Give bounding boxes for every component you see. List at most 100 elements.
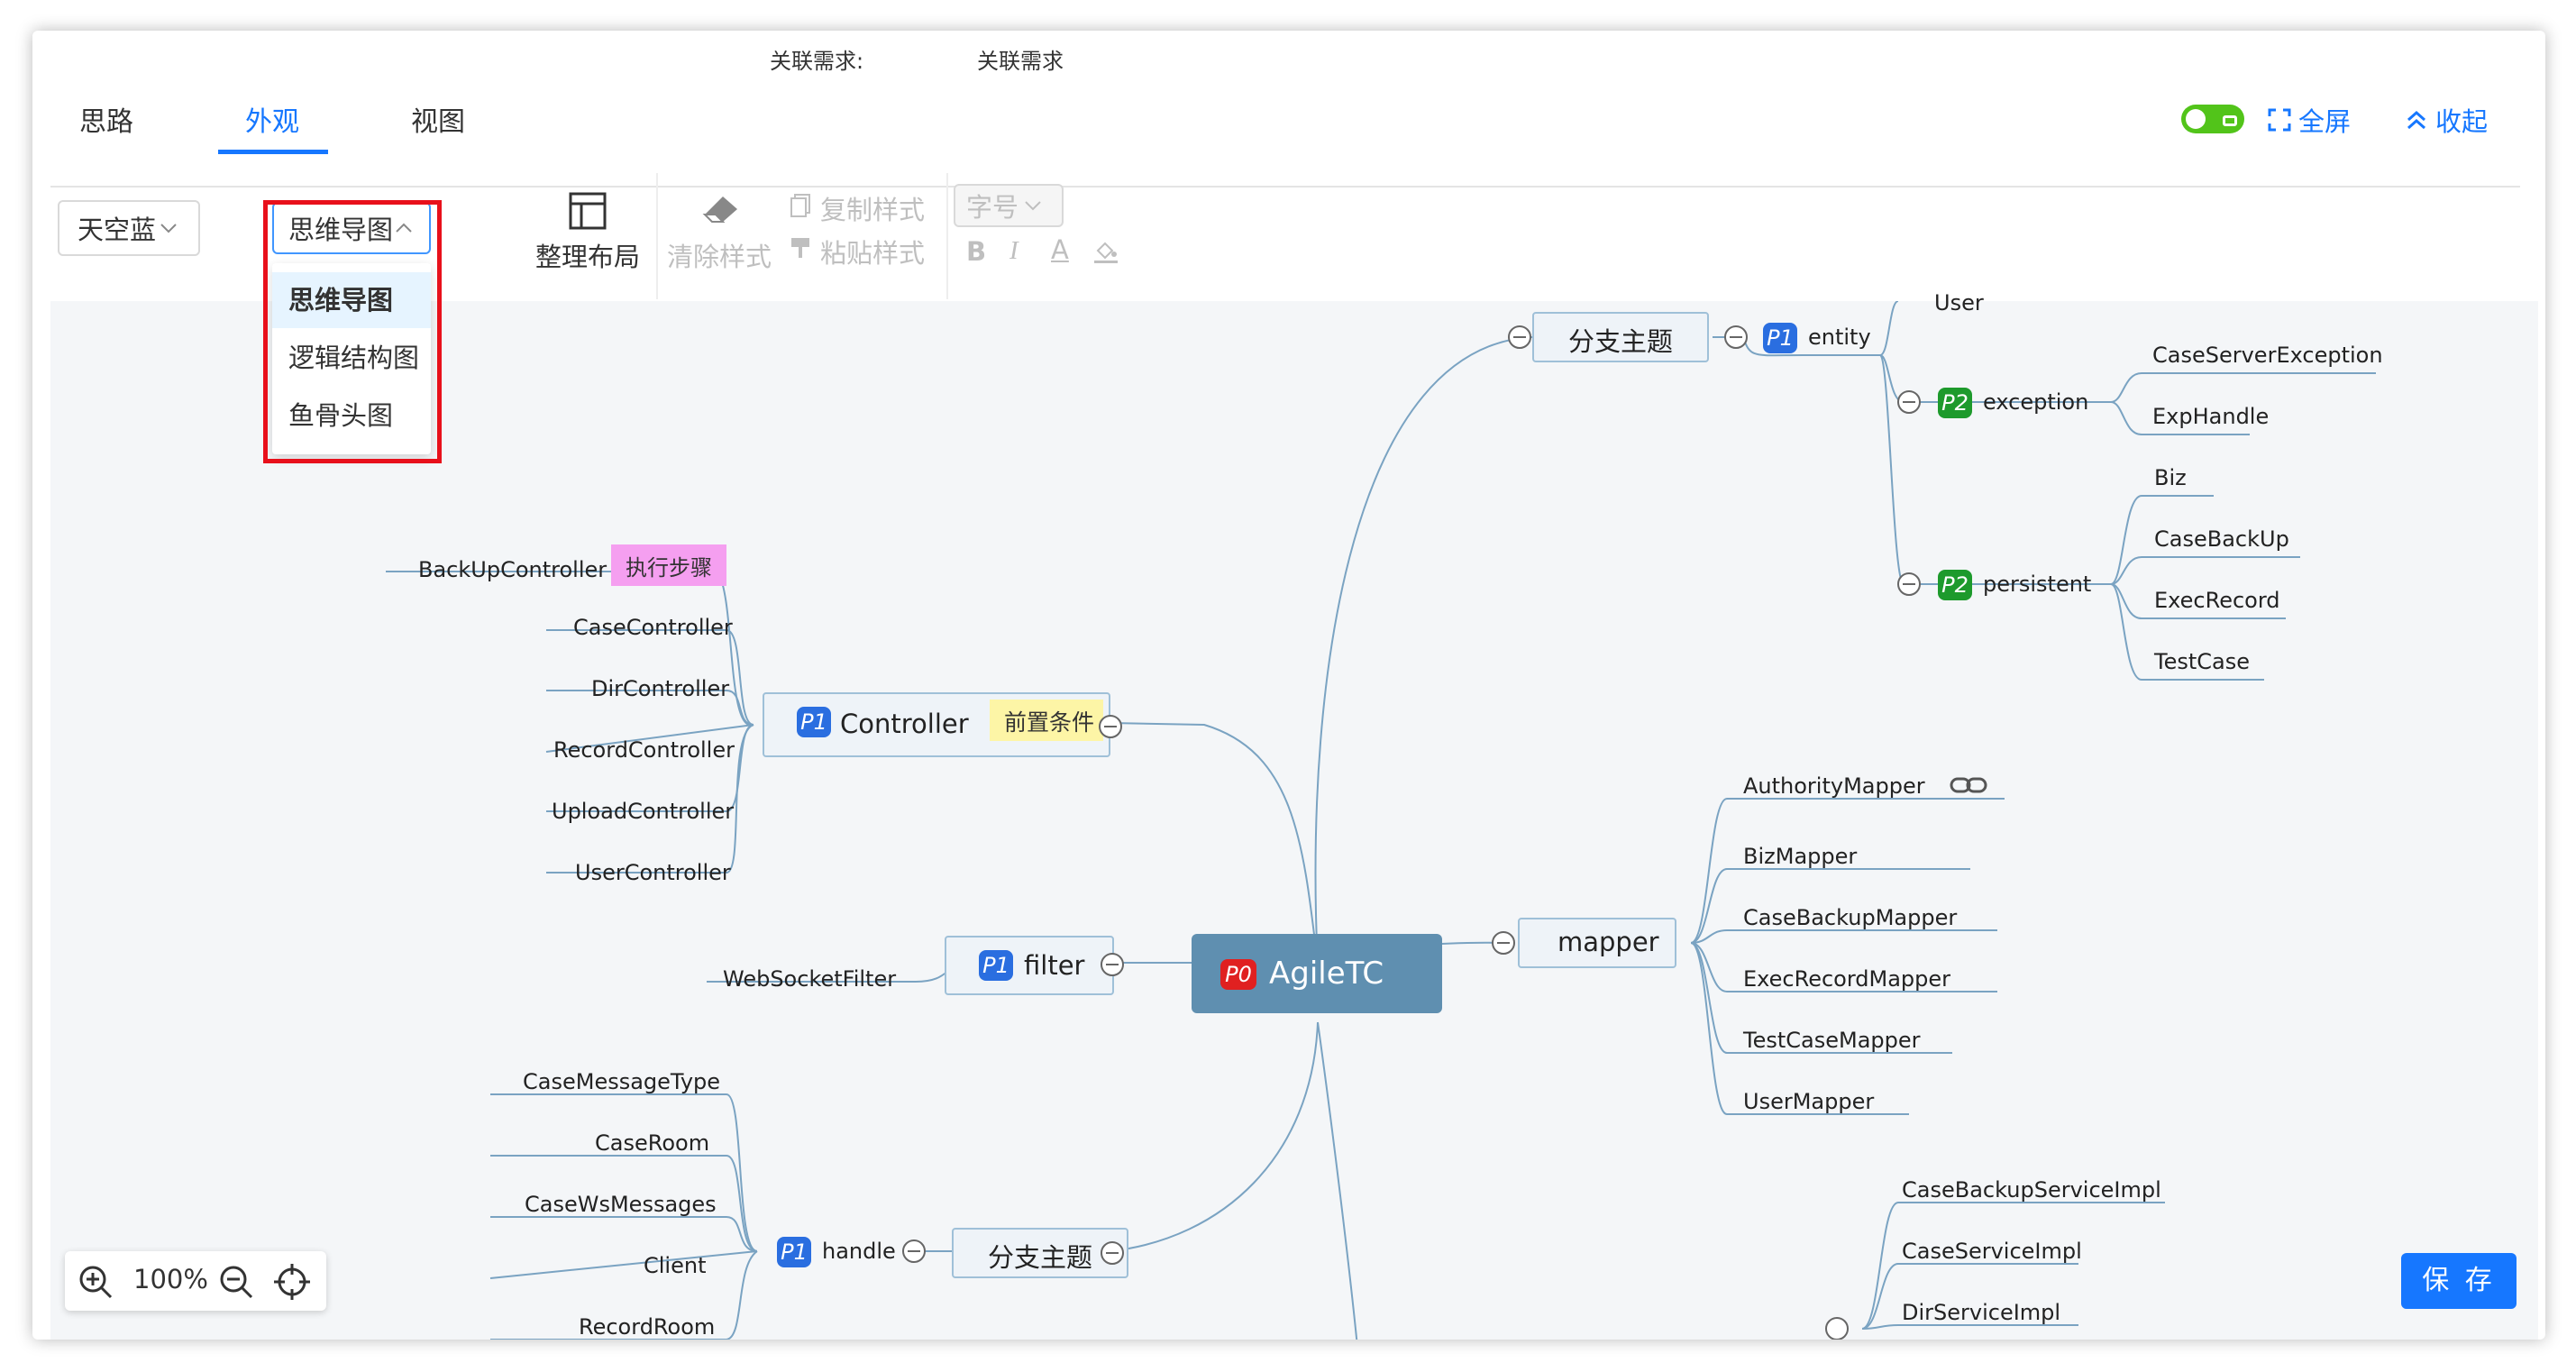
node-exception[interactable]: exception (1983, 389, 2089, 415)
layout-option-logic-structure[interactable]: 逻辑结构图 (288, 343, 420, 373)
node-dirserviceimpl[interactable]: DirServiceImpl (1902, 1300, 2061, 1325)
node-websocketfilter[interactable]: WebSocketFilter (723, 966, 897, 992)
collapse-node-icon[interactable] (1723, 325, 1749, 350)
layout-select-value: 思维导图 (288, 215, 394, 245)
collapse-node-icon[interactable] (1507, 325, 1532, 350)
collapse-node-icon[interactable] (1100, 1240, 1125, 1266)
italic-button[interactable]: I (1009, 236, 1019, 265)
node-caseroom[interactable]: CaseRoom (595, 1130, 710, 1156)
zoom-level: 100% (133, 1264, 208, 1294)
node-client[interactable]: Client (644, 1253, 707, 1278)
branch-topic-node-bottom[interactable] (952, 1228, 1128, 1278)
node-casemessagetype[interactable]: CaseMessageType (523, 1069, 721, 1094)
clear-style-button[interactable]: 清除样式 (667, 242, 772, 272)
theme-select[interactable]: 天空蓝 (58, 200, 200, 256)
format-painter-icon (791, 238, 809, 258)
related-requirement-value[interactable]: 关联需求 (977, 49, 1064, 74)
related-requirement-label: 关联需求: (770, 49, 864, 74)
tab-appearance[interactable]: 外观 (245, 106, 299, 138)
collapse-node-icon[interactable] (1098, 714, 1123, 739)
eraser-icon[interactable] (699, 191, 743, 227)
node-casebackupmapper[interactable]: CaseBackupMapper (1743, 905, 1958, 930)
mindmap-canvas[interactable]: P0 AgileTC P1 Controller 前置条件 BackUpCont… (50, 290, 2538, 1340)
node-dircontroller[interactable]: DirController (591, 676, 730, 701)
node-casebackup[interactable]: CaseBackUp (2154, 526, 2289, 552)
node-recordcontroller[interactable]: RecordController (553, 737, 735, 763)
node-execrecord[interactable]: ExecRecord (2154, 588, 2280, 613)
mapper-label: mapper (1557, 927, 1659, 957)
execution-steps-tag (611, 544, 726, 586)
node-persistent[interactable]: persistent (1983, 572, 2092, 597)
node-testcase[interactable]: TestCase (2154, 649, 2250, 674)
edge-root-branch-top (1314, 336, 1533, 967)
collapse-node-icon[interactable] (1100, 952, 1125, 977)
zoom-controls: 100% (65, 1251, 326, 1311)
font-size-select[interactable]: 字号 (954, 184, 1064, 227)
filter-node[interactable] (945, 936, 1114, 995)
app-window: 关联需求: 关联需求 思路 外观 视图 全屏 收起 天空蓝 思维导图 (32, 31, 2545, 1340)
tab-thinking[interactable]: 思路 (79, 106, 133, 138)
zoom-out-icon[interactable] (218, 1264, 254, 1300)
mapper-node[interactable] (1518, 918, 1676, 968)
node-testcasemapper[interactable]: TestCaseMapper (1743, 1028, 1921, 1053)
paste-style-button[interactable]: 粘贴样式 (820, 238, 926, 269)
font-color-button[interactable]: A (1051, 234, 1069, 265)
node-usermapper[interactable]: UserMapper (1743, 1089, 1875, 1114)
node-recordroom[interactable]: RecordRoom (579, 1314, 716, 1340)
layout-option-fishbone[interactable]: 鱼骨头图 (288, 400, 394, 431)
copy-style-button[interactable]: 复制样式 (820, 195, 926, 225)
branch-topic-label: 分支主题 (1568, 326, 1674, 357)
theme-select-value: 天空蓝 (78, 215, 157, 245)
priority-badge: P1 (797, 707, 831, 737)
node-caseserviceimpl[interactable]: CaseServiceImpl (1902, 1239, 2082, 1264)
collapse-node-icon[interactable] (1491, 930, 1516, 956)
collapse-node-icon[interactable] (1824, 1316, 1850, 1340)
node-caseserverexception[interactable]: CaseServerException (2152, 343, 2383, 368)
node-biz[interactable]: Biz (2154, 465, 2187, 490)
layout-option-mindmap[interactable]: 思维导图 (272, 272, 431, 328)
node-exphandle[interactable]: ExpHandle (2152, 404, 2270, 429)
tab-bar (50, 90, 2520, 188)
priority-badge: P1 (777, 1237, 811, 1267)
collapse-node-icon[interactable] (901, 1239, 927, 1264)
node-usercontroller[interactable]: UserController (575, 860, 731, 885)
layout-select[interactable]: 思维导图 (272, 202, 431, 254)
save-button[interactable]: 保 存 (2401, 1253, 2517, 1309)
collapse-node-icon[interactable] (1896, 572, 1922, 597)
precondition-tag-label: 前置条件 (1004, 709, 1095, 736)
bold-button[interactable]: B (966, 236, 987, 267)
node-authoritymapper[interactable]: AuthorityMapper (1743, 773, 1925, 799)
chevron-down-icon (160, 224, 177, 233)
lock-icon (2223, 115, 2237, 126)
collapse-node-icon[interactable] (1896, 389, 1922, 415)
edge-root-service (1317, 1021, 1358, 1340)
fullscreen-button[interactable]: 全屏 (2268, 101, 2351, 139)
fullscreen-label: 全屏 (2298, 106, 2352, 137)
priority-badge: P2 (1938, 388, 1972, 418)
toolbar-divider-2 (946, 173, 948, 299)
node-casewsmessages[interactable]: CaseWsMessages (525, 1192, 717, 1217)
tab-view[interactable]: 视图 (411, 106, 465, 138)
font-size-placeholder: 字号 (966, 192, 1019, 223)
node-entity[interactable]: entity (1808, 325, 1871, 350)
chevron-up-icon (396, 223, 412, 233)
node-handle[interactable]: handle (822, 1239, 896, 1264)
zoom-in-icon[interactable] (78, 1264, 114, 1300)
node-user-partial[interactable]: User (1934, 290, 1984, 316)
node-uploadcontroller[interactable]: UploadController (552, 799, 735, 824)
fullscreen-icon (2268, 108, 2291, 132)
locate-center-icon[interactable] (272, 1262, 312, 1302)
node-casebackupserviceimpl[interactable]: CaseBackupServiceImpl (1902, 1177, 2161, 1203)
arrange-layout-button[interactable]: 整理布局 (535, 242, 641, 272)
layout-icon[interactable] (568, 191, 607, 231)
branch-topic-node-top[interactable] (1532, 312, 1709, 362)
collapse-button[interactable]: 收起 (2405, 101, 2488, 139)
execution-steps-tag-label: 执行步骤 (626, 555, 712, 581)
node-casecontroller[interactable]: CaseController (573, 615, 733, 640)
lock-toggle[interactable] (2181, 105, 2244, 133)
node-backupcontroller[interactable]: BackUpController (418, 557, 607, 582)
fill-color-icon[interactable] (1092, 238, 1119, 265)
link-icon[interactable] (1949, 775, 1988, 797)
node-bizmapper[interactable]: BizMapper (1743, 844, 1858, 869)
node-execrecordmapper[interactable]: ExecRecordMapper (1743, 966, 1951, 992)
